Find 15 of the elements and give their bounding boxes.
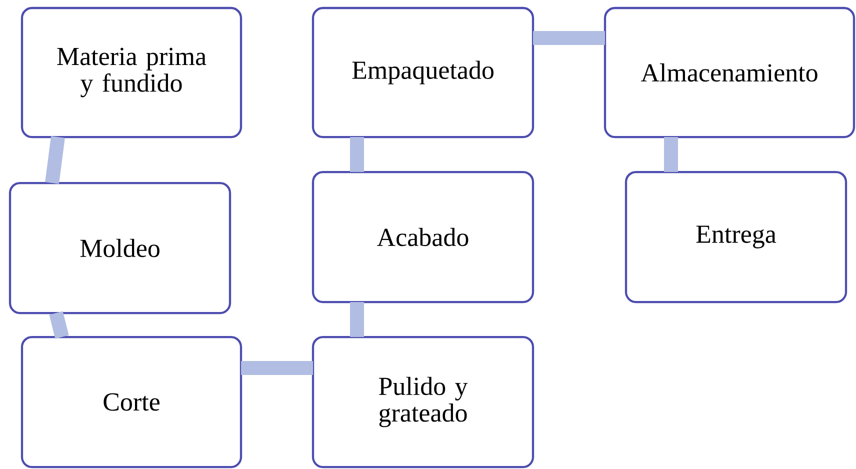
- process-box: Almacenamiento: [604, 6, 856, 138]
- connector-bar: [45, 136, 65, 184]
- process-box: Materia prima y fundido: [20, 6, 242, 138]
- connector-bar: [533, 31, 605, 45]
- connector-bar: [49, 311, 69, 339]
- process-box: Corte: [20, 336, 242, 468]
- connector-bar: [241, 361, 313, 375]
- connector-bar: [350, 137, 364, 172]
- process-box: Pulido y grateado: [312, 336, 534, 468]
- connector-bar: [350, 302, 364, 337]
- process-box: Moldeo: [8, 182, 232, 314]
- connector-bar: [664, 137, 678, 172]
- process-box: Acabado: [312, 170, 534, 304]
- process-box: Entrega: [624, 170, 848, 304]
- process-box: Empaquetado: [312, 6, 534, 138]
